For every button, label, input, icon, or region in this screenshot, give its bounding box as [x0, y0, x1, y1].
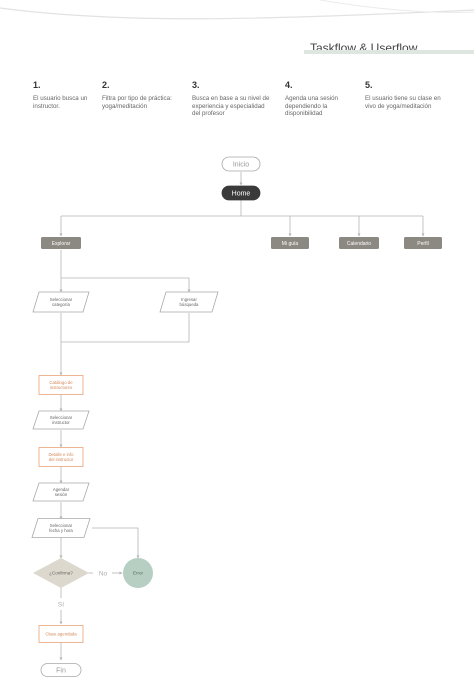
- step-description: El usuario tiene su clase en vivo de yog…: [365, 95, 441, 110]
- mi-guia-button-label: Mi guía: [282, 241, 299, 247]
- catalogo-instructores-screen-label-line: Catálogo de: [49, 380, 73, 385]
- clase-agendada-screen-label: Clase agendada: [45, 632, 77, 637]
- agendar-sesion-step-label-line: Agendar: [53, 487, 70, 492]
- catalogo-instructores-screen-label-line: instructores: [50, 385, 72, 390]
- perfil-button-label: Perfil: [417, 241, 428, 247]
- fin-node-label: Fin: [56, 667, 66, 674]
- mi-guia-button-label-line: Mi guía: [282, 241, 299, 247]
- confirma-decision-label: ¿Confirma?: [49, 571, 73, 576]
- calendario-button-label: Calendario: [347, 241, 371, 247]
- step-3: 3. Busca en base a su nivel de experienci…: [192, 80, 272, 118]
- title-underline-bar: [304, 50, 474, 54]
- step-number: 4.: [285, 80, 293, 90]
- fin-node-label-line: Fin: [56, 667, 66, 674]
- home-button-label: Home: [232, 190, 251, 197]
- step-description: Agenda una sesión dependiendo la disponi…: [285, 95, 338, 118]
- mi-guia-button[interactable]: [271, 237, 309, 249]
- seleccionar-fecha-step-label-line: fecha y hora: [49, 528, 73, 533]
- home-button[interactable]: [221, 185, 261, 201]
- step-description: El usuario busca un instructor.: [33, 95, 88, 110]
- step-number: 2.: [102, 80, 110, 90]
- step-number: 5.: [365, 80, 373, 90]
- explorar-button-label-line: Explorar: [52, 241, 71, 247]
- seleccionar-instructor-step[interactable]: [32, 410, 90, 430]
- step-number: 1.: [33, 80, 41, 90]
- detalle-instructor-screen-label-line: del instructor: [49, 457, 74, 462]
- confirma-decision-label-line: ¿Confirma?: [49, 571, 73, 576]
- inicio-node[interactable]: [221, 156, 261, 172]
- error-state-label: Error: [133, 571, 144, 576]
- step-1: 1. El usuario busca un instructor.: [33, 80, 113, 110]
- step-description: Busca en base a su nivel de experiencia …: [192, 95, 270, 118]
- fin-node[interactable]: [40, 663, 82, 677]
- agendar-sesion-step-label-line: sesión: [55, 492, 68, 497]
- inicio-node-label: Inicio: [233, 161, 249, 168]
- confirma-decision[interactable]: [33, 558, 89, 588]
- no-label-line: No: [99, 570, 108, 577]
- seleccionar-categoria-step-label-line: Seleccionar: [50, 297, 73, 302]
- clase-agendada-screen-label-line: Clase agendada: [45, 632, 77, 637]
- detalle-instructor-screen-label-line: Detalle e info: [48, 452, 74, 457]
- perfil-button[interactable]: [404, 237, 442, 249]
- connector-explorar-busqueda: [61, 277, 191, 293]
- step-description: Filtra por tipo de práctica: yoga/medita…: [102, 95, 172, 110]
- ingresar-busqueda-step-label-line: Ingresar: [181, 297, 197, 302]
- si-label: Sí: [58, 601, 64, 608]
- step-2: 2. Filtra por tipo de práctica: yoga/medi…: [102, 80, 182, 110]
- si-label-line: Sí: [58, 601, 64, 608]
- explorar-button-label: Explorar: [52, 241, 71, 247]
- ingresar-busqueda-step[interactable]: [159, 291, 219, 313]
- seleccionar-categoria-step-label-line: categoría: [52, 302, 71, 307]
- step-5: 5. El usuario tiene su clase en vivo de y…: [365, 80, 445, 110]
- connector-error-return: [92, 527, 140, 559]
- catalogo-instructores-screen[interactable]: [38, 375, 84, 395]
- home-button-label-line: Home: [232, 190, 251, 197]
- clase-agendada-screen[interactable]: [38, 625, 84, 643]
- step-4: 4. Agenda una sesión dependiendo la dispo…: [285, 80, 365, 118]
- seleccionar-fecha-step-label-line: Seleccionar: [50, 523, 73, 528]
- calendario-button-label-line: Calendario: [347, 241, 371, 247]
- calendario-button[interactable]: [339, 237, 379, 249]
- inicio-node-label-line: Inicio: [233, 161, 249, 168]
- seleccionar-instructor-step-label-line: Seleccionar: [50, 415, 73, 420]
- step-number: 3.: [192, 80, 200, 90]
- perfil-button-label-line: Perfil: [417, 241, 428, 247]
- error-state[interactable]: [123, 558, 153, 588]
- agendar-sesion-step[interactable]: [32, 482, 90, 502]
- flow-connectors: [59, 172, 425, 661]
- header-wave-decoration: [0, 0, 474, 20]
- seleccionar-fecha-step[interactable]: [31, 518, 91, 538]
- ingresar-busqueda-step-label-line: búsqueda: [180, 302, 199, 307]
- no-label: No: [99, 570, 108, 577]
- connector-busqueda-merge: [61, 313, 190, 343]
- seleccionar-categoria-step[interactable]: [32, 291, 90, 313]
- error-state-label-line: Error: [133, 571, 144, 576]
- explorar-button[interactable]: [41, 237, 81, 249]
- seleccionar-instructor-step-label-line: instructor: [52, 420, 70, 425]
- detalle-instructor-screen[interactable]: [38, 447, 84, 467]
